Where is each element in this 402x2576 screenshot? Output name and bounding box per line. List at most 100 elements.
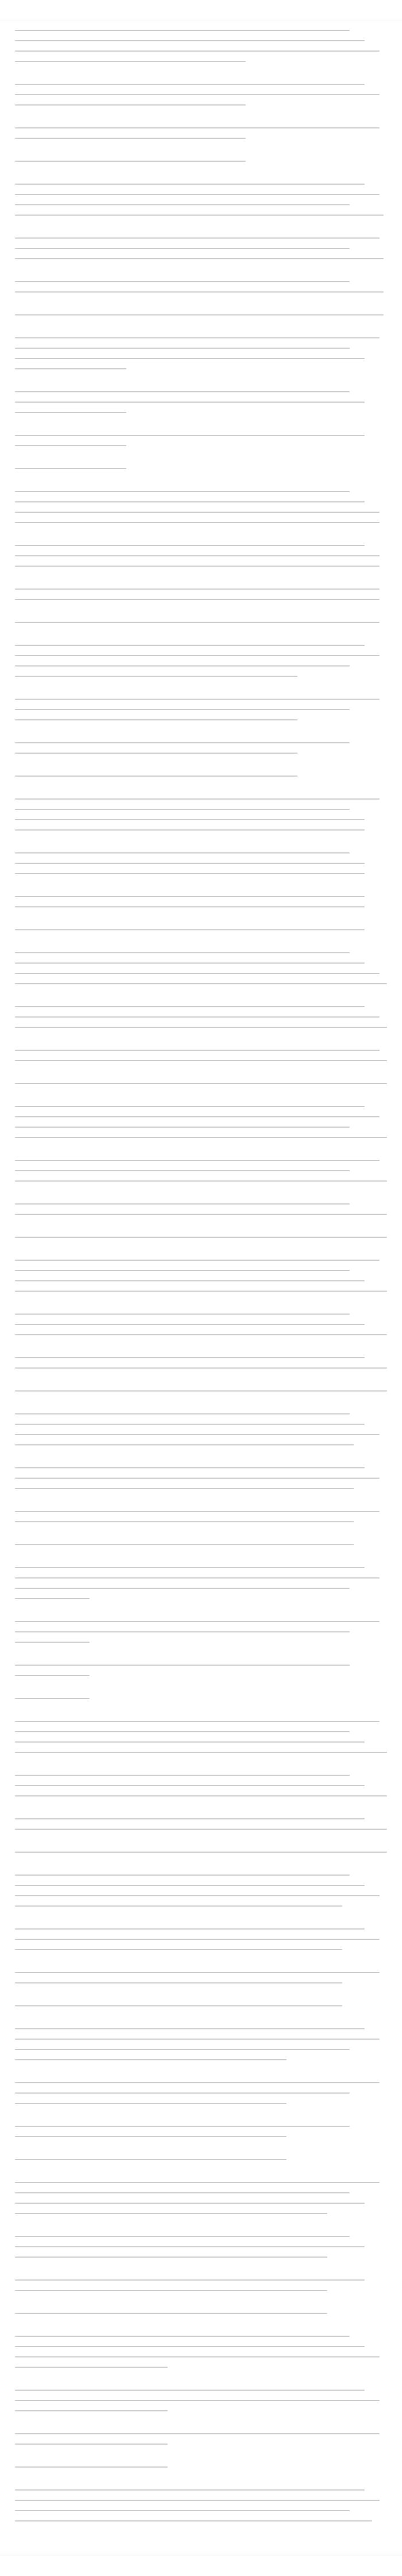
text-line: [15, 337, 380, 338]
paragraph: [15, 2331, 387, 2372]
text-line: [15, 1488, 354, 1489]
text-line: [15, 983, 387, 984]
paragraph: [15, 1255, 387, 1296]
paragraph: [15, 430, 387, 451]
text-line: [15, 1511, 380, 1512]
text-line: [15, 84, 365, 85]
paragraph: [15, 617, 387, 628]
text-line: [15, 445, 127, 446]
text-line: [15, 512, 380, 513]
text-line: [15, 852, 350, 854]
paragraph: [15, 694, 387, 725]
text-line: [15, 1621, 380, 1622]
text-line: [15, 1577, 380, 1579]
paragraph: [15, 2485, 387, 2526]
text-line: [15, 402, 365, 403]
paragraph: [15, 738, 387, 758]
text-line: [15, 1237, 387, 1238]
text-line: [15, 501, 365, 502]
text-line: [15, 61, 246, 62]
text-line: [15, 30, 350, 31]
text-line: [15, 358, 365, 359]
text-line: [15, 194, 380, 195]
text-line: [15, 929, 365, 930]
header-banner: [0, 0, 402, 21]
paragraph: [15, 2121, 387, 2142]
text-line: [15, 1665, 350, 1666]
text-line: [15, 819, 365, 820]
text-line: [15, 2059, 287, 2060]
text-line: [15, 545, 365, 546]
paragraph: [15, 794, 387, 835]
text-line: [15, 1137, 387, 1138]
paragraph: [15, 1924, 387, 1955]
paragraph: [15, 463, 387, 474]
paragraph: [15, 1463, 387, 1494]
text-line: [15, 2390, 365, 2391]
text-line: [15, 2082, 380, 2083]
text-line: [15, 1721, 380, 1722]
paragraph: [15, 1045, 387, 1066]
text-line: [15, 215, 384, 216]
paragraph: [15, 1770, 387, 1801]
text-line: [15, 2246, 365, 2247]
text-line: [15, 2313, 328, 2314]
text-line: [15, 1116, 380, 1117]
paragraph: [15, 25, 387, 67]
paragraph: [15, 2429, 387, 2449]
text-line: [15, 522, 380, 523]
paragraph: [15, 1540, 387, 1550]
text-line: [15, 2159, 287, 2160]
text-line: [15, 1631, 350, 1632]
text-line: [15, 665, 350, 667]
text-line: [15, 2400, 380, 2401]
paragraph: [15, 1353, 387, 1373]
paragraph: [15, 310, 387, 320]
text-line: [15, 1642, 90, 1643]
text-line: [15, 1334, 387, 1335]
text-line: [15, 896, 365, 897]
text-line: [15, 2092, 350, 2094]
text-line: [15, 798, 380, 800]
text-line: [15, 1016, 380, 1018]
text-line: [15, 248, 350, 249]
paragraph: [15, 1232, 387, 1242]
paragraph: [15, 925, 387, 935]
paragraph: [15, 2462, 387, 2472]
text-line: [15, 809, 350, 810]
text-line: [15, 1006, 365, 1007]
text-line: [15, 1982, 343, 1983]
text-line: [15, 1949, 343, 1950]
text-line: [15, 2410, 168, 2411]
text-line: [15, 1544, 354, 1545]
paragraph: [15, 1616, 387, 1647]
text-line: [15, 1818, 365, 1819]
text-line: [15, 719, 298, 720]
text-line: [15, 184, 365, 185]
text-line: [15, 50, 380, 52]
text-line: [15, 2136, 287, 2137]
text-line: [15, 1588, 350, 1589]
text-line: [15, 1741, 365, 1743]
text-line: [15, 2444, 168, 2445]
text-line: [15, 2489, 365, 2491]
text-line: [15, 2500, 380, 2501]
text-line: [15, 435, 365, 436]
text-line: [15, 1027, 387, 1028]
paragraph: [15, 540, 387, 571]
text-line: [15, 1521, 354, 1522]
paragraph: [15, 1506, 387, 1527]
text-line: [15, 1270, 350, 1271]
text-line: [15, 1160, 380, 1161]
paragraph: [15, 2078, 387, 2109]
text-line: [15, 973, 380, 974]
text-line: [15, 753, 298, 754]
paragraph: [15, 1001, 387, 1032]
paragraph: [15, 1386, 387, 1396]
paragraph: [15, 584, 387, 605]
text-line: [15, 2203, 365, 2204]
text-line: [15, 1180, 387, 1182]
text-line: [15, 555, 380, 556]
text-line: [15, 1795, 387, 1796]
text-line: [15, 2290, 328, 2291]
